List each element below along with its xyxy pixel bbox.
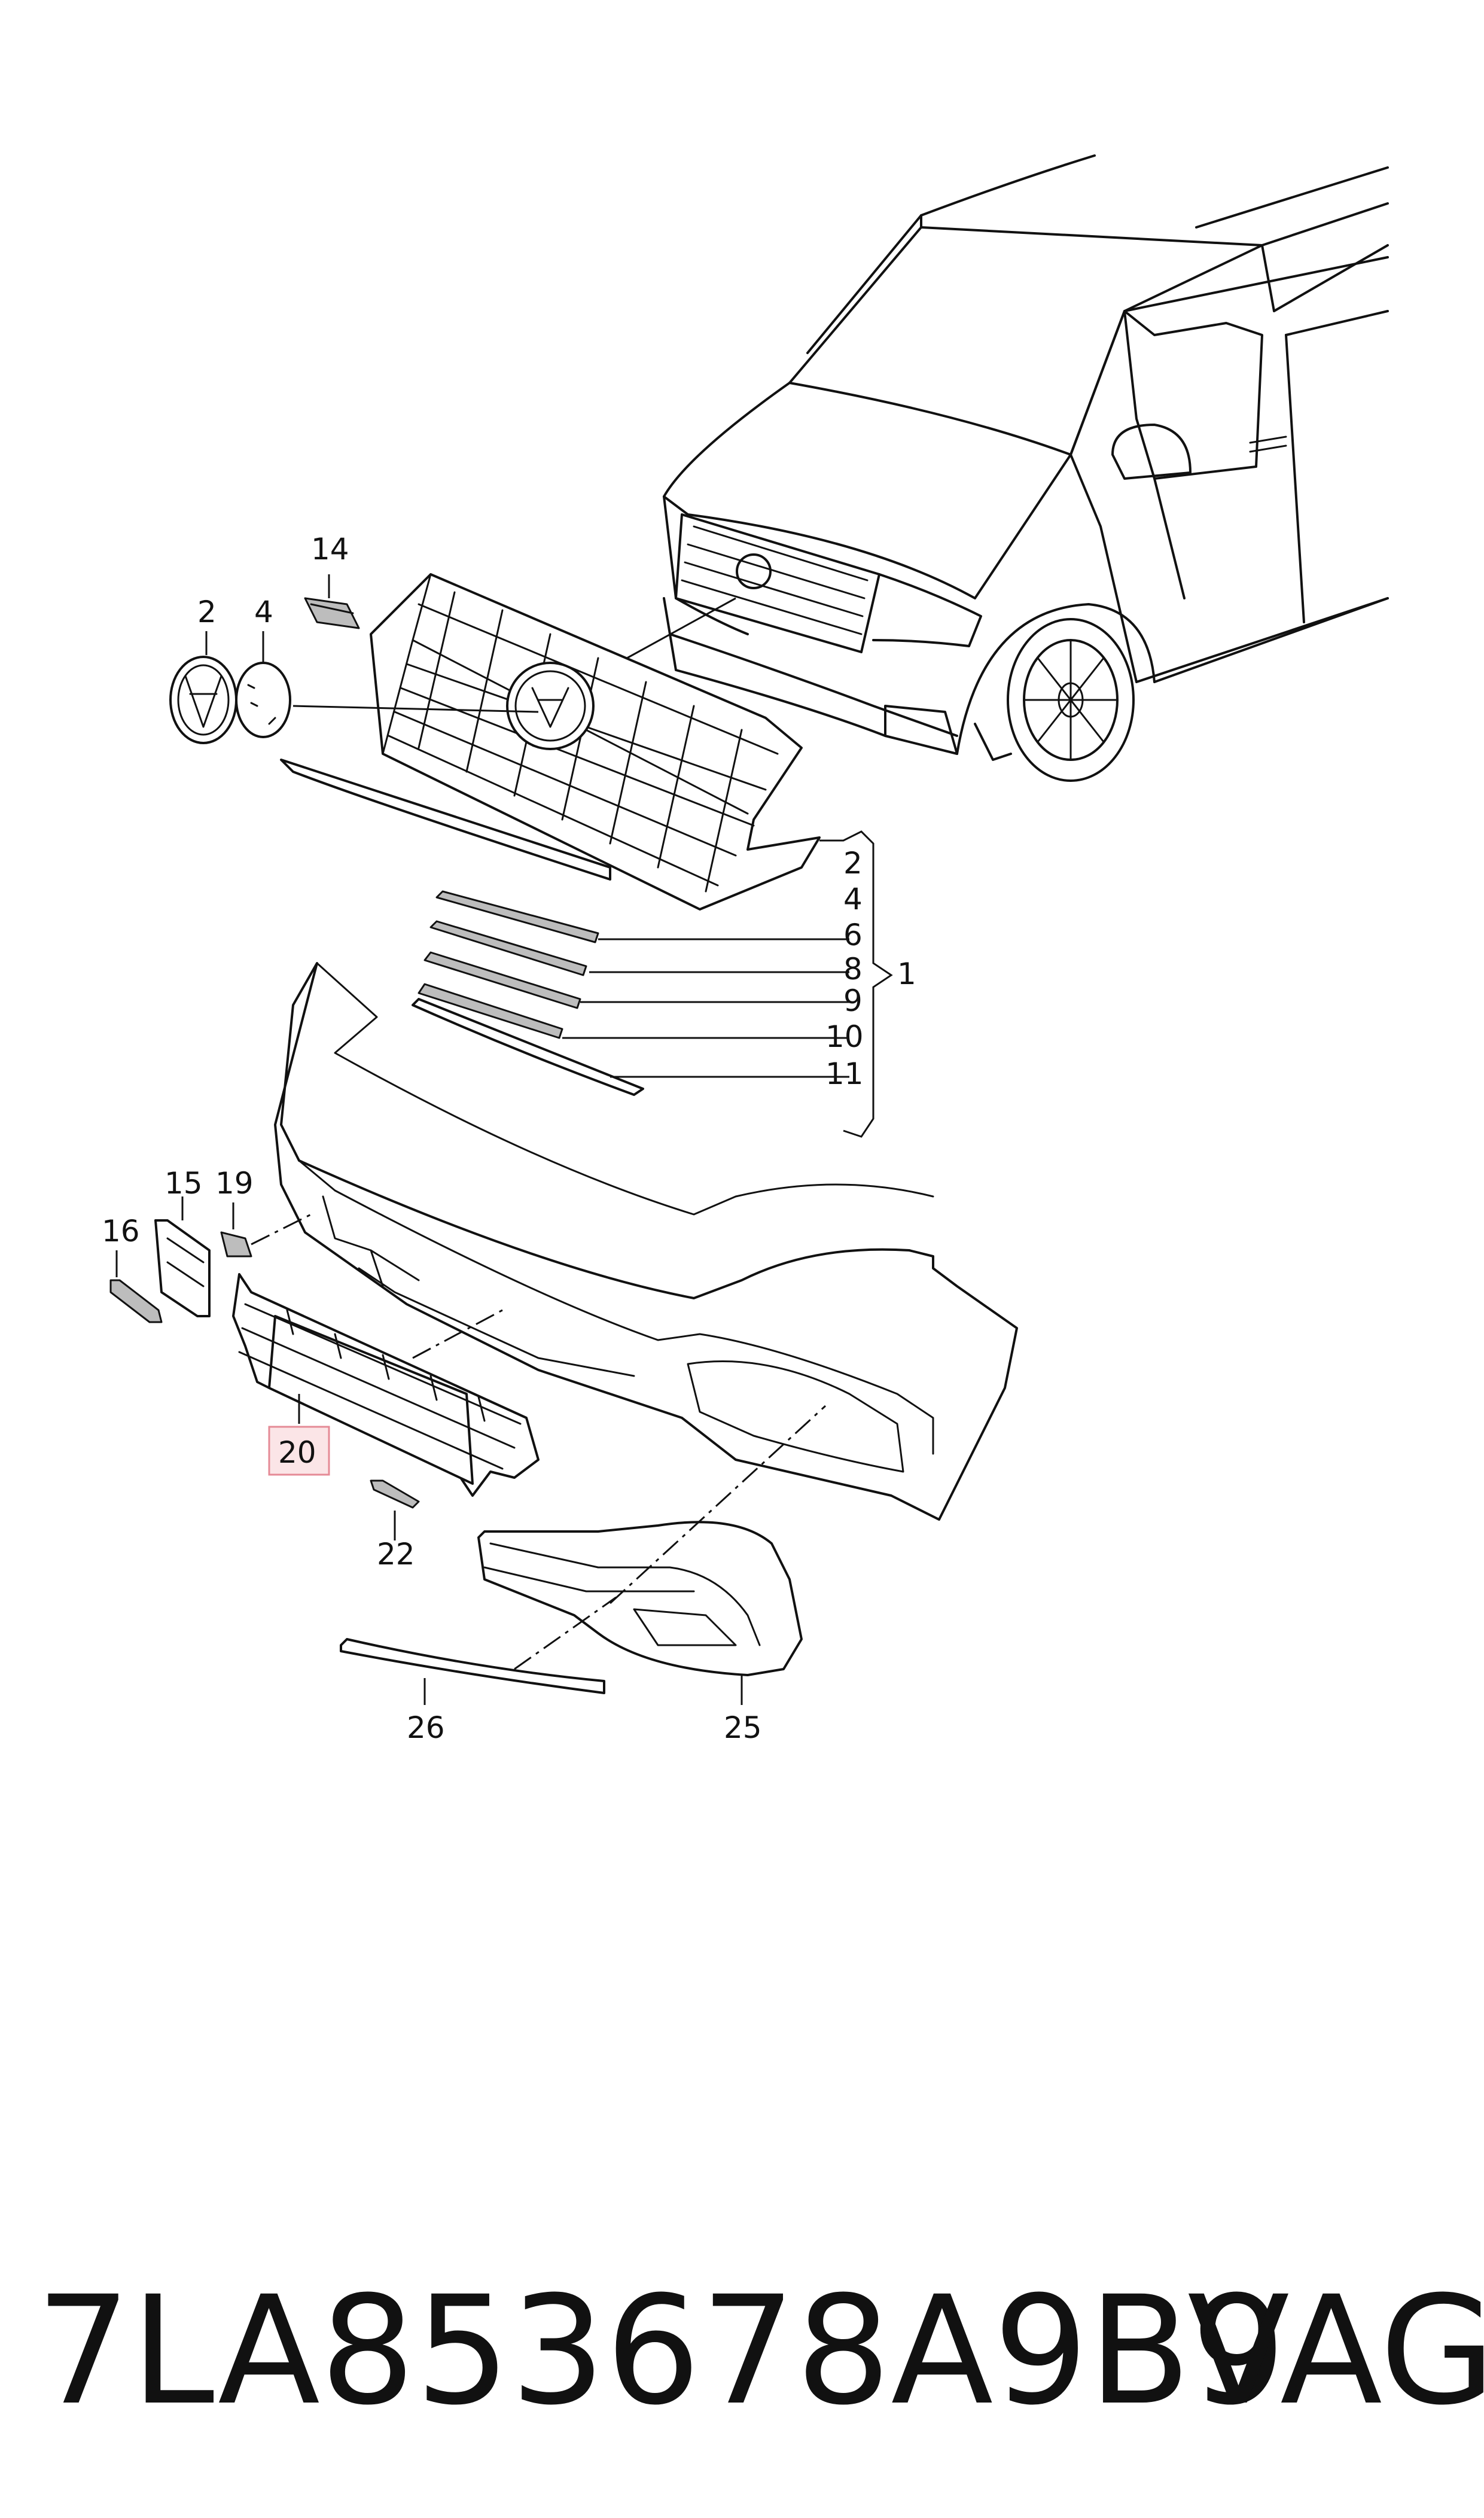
group-item-4: 4 (843, 882, 863, 917)
label-2: 2 (197, 595, 217, 629)
label-14: 14 (311, 532, 349, 567)
part-2-emblem (169, 656, 237, 744)
part-number: 7LA853678A9B9 (36, 2264, 1287, 2438)
part-20-leader (412, 1309, 503, 1359)
part-19-clip (220, 1231, 252, 1258)
part-15-bracket (154, 1219, 211, 1317)
label-25: 25 (724, 1710, 762, 1745)
group-item-9: 9 (843, 984, 863, 1018)
group-item-8: 8 (843, 952, 863, 987)
part-16-trim (109, 1279, 163, 1323)
label-26: 26 (407, 1710, 445, 1745)
part-22-cover (370, 1479, 420, 1509)
grille-leader (615, 597, 736, 665)
group-item-6: 6 (843, 918, 863, 952)
part-4-emblem-carrier (235, 662, 291, 738)
van-illustration (663, 154, 1389, 782)
label-20: 20 (278, 1435, 316, 1470)
group-item-2: 2 (843, 846, 863, 881)
radiator-grille (370, 573, 821, 911)
highlight-box-20 (268, 1426, 330, 1476)
emblem-leader (292, 705, 539, 713)
label-4: 4 (254, 595, 273, 629)
label-19: 19 (215, 1166, 254, 1201)
part-26-leader (514, 1596, 617, 1670)
part-25-leader (609, 1405, 827, 1604)
trim-strips (280, 759, 644, 1096)
part-19-leader (251, 1213, 312, 1246)
group-bracket (562, 830, 893, 1138)
brand-name: VAG (1187, 2264, 1484, 2438)
part-20-lower-grille (232, 1273, 540, 1497)
part-26-strip (340, 1638, 605, 1694)
label-16: 16 (102, 1214, 140, 1249)
label-22: 22 (377, 1537, 415, 1572)
front-bumper (274, 962, 1018, 1521)
footer: 7LA853678A9B9 VAG (0, 2273, 1484, 2429)
label-15: 15 (164, 1166, 203, 1201)
group-item-10: 10 (825, 1019, 864, 1054)
part-25-fog-frame (477, 1521, 803, 1676)
part-14-clip (304, 597, 360, 629)
group-item-11: 11 (825, 1056, 864, 1091)
group-label-1: 1 (897, 957, 916, 991)
